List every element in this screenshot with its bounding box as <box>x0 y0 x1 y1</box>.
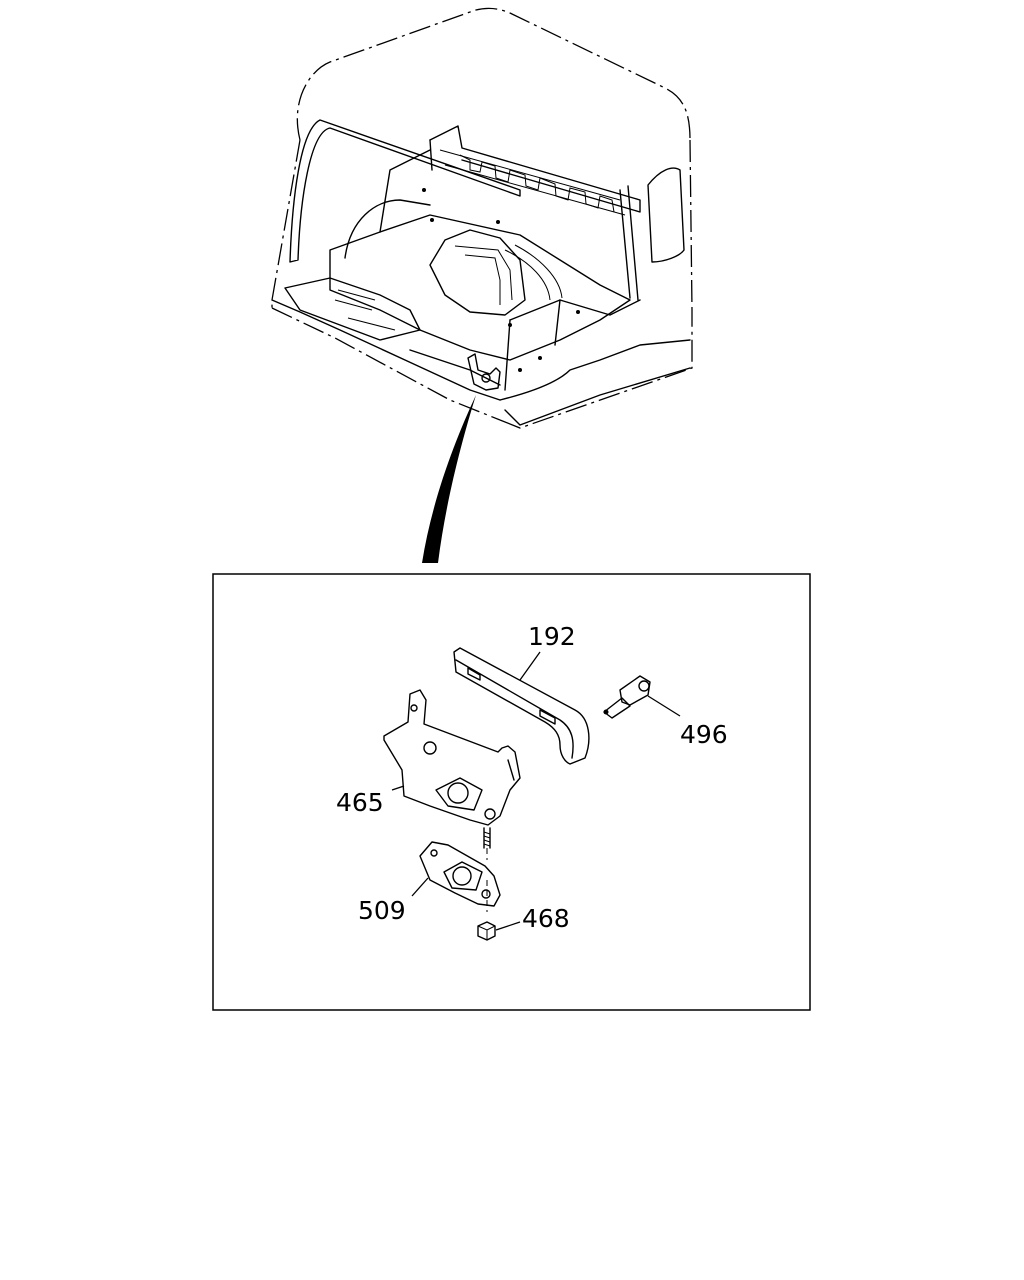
leader-496 <box>647 695 681 717</box>
cab-overview <box>271 7 693 429</box>
part-465-bracket <box>383 689 521 826</box>
callout-465: 465 <box>336 788 384 817</box>
leader-468 <box>495 921 521 931</box>
bracket-location-marker <box>467 353 501 391</box>
side-window <box>647 167 685 263</box>
leader-509 <box>411 877 429 897</box>
callout-496: 496 <box>680 720 728 749</box>
detail-indicator-wedge <box>422 395 476 563</box>
cab-roof-outline <box>296 7 691 141</box>
callout-192: 192 <box>528 622 576 651</box>
cab-back-wall <box>429 125 641 213</box>
callout-509: 509 <box>358 896 406 925</box>
cab-floor <box>329 214 631 361</box>
callout-468: 468 <box>522 904 570 933</box>
leader-465 <box>391 785 405 791</box>
detail-frame <box>212 573 811 1011</box>
part-192-cover <box>453 647 590 765</box>
leader-192 <box>519 651 541 681</box>
stud <box>483 827 491 912</box>
part-468-nut <box>477 921 496 941</box>
windshield <box>289 119 521 263</box>
part-509-gasket <box>419 841 501 907</box>
part-496-bolt <box>603 675 651 719</box>
floor-holes <box>422 188 580 372</box>
